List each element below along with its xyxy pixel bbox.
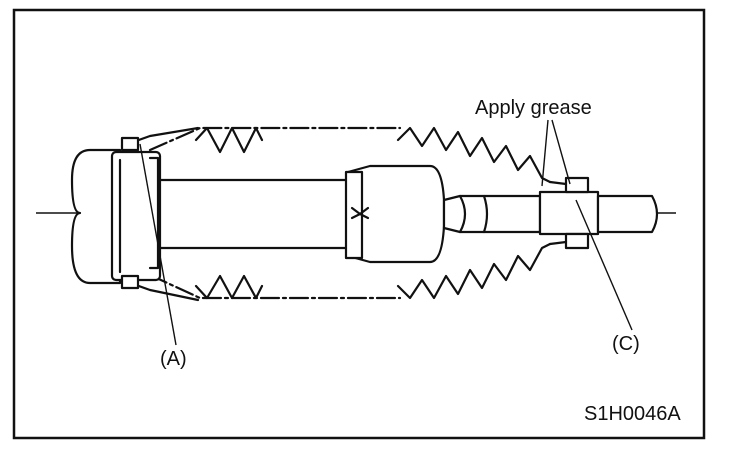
boot-outline [148, 126, 402, 300]
inner-joint [344, 164, 446, 264]
figure-code: S1H0046A [584, 403, 681, 425]
leader-lines [139, 119, 633, 346]
shaft-tube [158, 178, 352, 250]
boot-bellows-left-top [194, 126, 264, 154]
frame-border [12, 8, 706, 440]
part-c-label: (C) [612, 333, 640, 355]
part-a-label: (A) [160, 348, 187, 370]
boot-bellows-left-bottom [194, 274, 264, 300]
outer-housing [70, 148, 162, 285]
boot-bellows-right-bottom [396, 242, 552, 300]
boot-band-a [120, 126, 200, 302]
apply-grease-label: Apply grease [475, 97, 592, 119]
boot-band-c [548, 176, 590, 250]
stub-shaft [442, 190, 659, 236]
boot-bellows-right-top [396, 126, 552, 184]
